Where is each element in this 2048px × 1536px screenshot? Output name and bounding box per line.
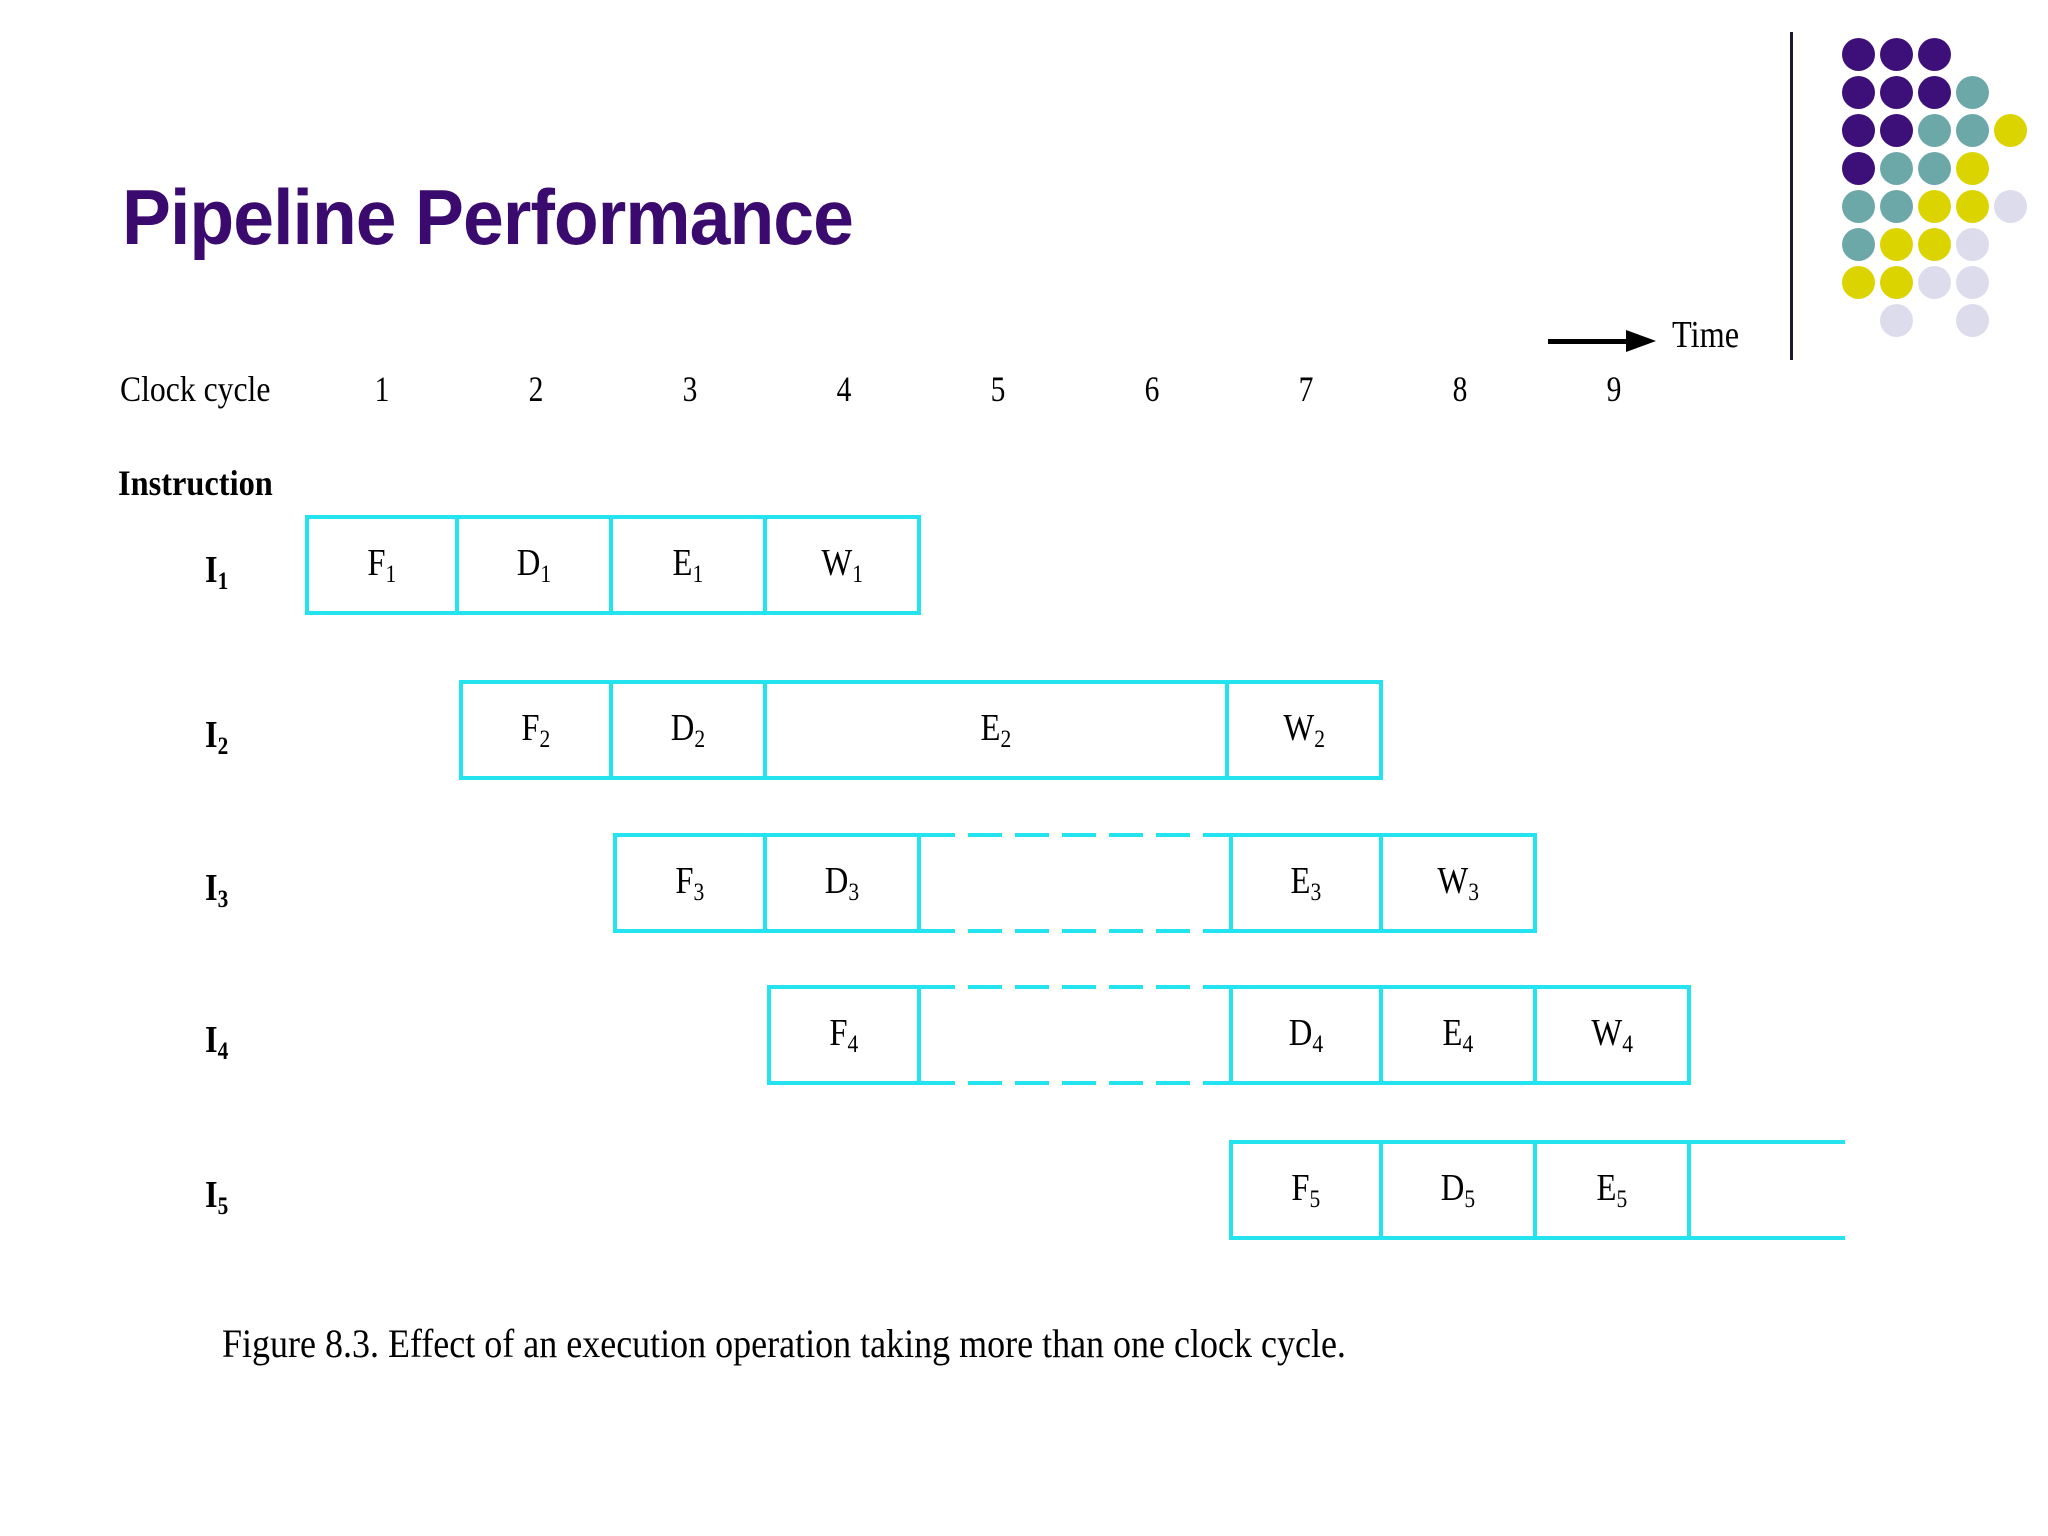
stage-box-E1: E1 xyxy=(613,515,767,615)
logo-dot-yellow xyxy=(1994,114,2027,147)
stage-label-E1: E1 xyxy=(672,541,704,588)
page-title: Pipeline Performance xyxy=(122,173,854,261)
cycle-number-2: 2 xyxy=(528,369,544,409)
logo-dot-teal xyxy=(1956,76,1989,109)
logo-dot-purple xyxy=(1918,76,1951,109)
stage-label-F2: F2 xyxy=(521,706,551,753)
stage-box-F2: F2 xyxy=(459,680,613,780)
cycle-number-1: 1 xyxy=(374,369,390,409)
stage-box-D1: D1 xyxy=(459,515,613,615)
logo-dot-yellow xyxy=(1880,266,1913,299)
cycle-number-8: 8 xyxy=(1452,369,1468,409)
stage-box-F3: F3 xyxy=(613,833,767,933)
instruction-heading: Instruction xyxy=(118,463,273,503)
time-arrow-icon xyxy=(1548,330,1658,352)
logo-dot-teal xyxy=(1880,190,1913,223)
logo-dot-purple xyxy=(1880,38,1913,71)
logo-dot-lavender xyxy=(1918,266,1951,299)
logo-dot-yellow xyxy=(1956,190,1989,223)
stage-box-E4: E4 xyxy=(1383,985,1537,1085)
instruction-label-I2: I2 xyxy=(205,714,229,761)
cycle-number-3: 3 xyxy=(682,369,698,409)
figure-caption: Figure 8.3. Effect of an execution opera… xyxy=(222,1321,1346,1366)
logo-dot-lavender xyxy=(1880,304,1913,337)
logo-dot-yellow xyxy=(1842,266,1875,299)
instruction-label-I1: I1 xyxy=(205,549,229,596)
logo-dot-teal xyxy=(1918,152,1951,185)
logo-vertical-rule xyxy=(1790,32,1793,360)
stage-label-D1: D1 xyxy=(516,541,552,588)
logo-dot-purple xyxy=(1842,114,1875,147)
logo-dot-yellow xyxy=(1918,228,1951,261)
stage-label-D5: D5 xyxy=(1440,1166,1476,1213)
stage-box-E2: E2 xyxy=(767,680,1229,780)
logo-dot-yellow xyxy=(1918,190,1951,223)
logo-dot-teal xyxy=(1842,190,1875,223)
logo-dot-teal xyxy=(1842,228,1875,261)
pipeline-stall-gap xyxy=(921,929,1229,933)
stage-box-W1: W1 xyxy=(767,515,921,615)
logo-dot-lavender xyxy=(1956,228,1989,261)
clock-cycle-label: Clock cycle xyxy=(120,369,271,409)
stage-label-W1: W1 xyxy=(821,541,863,588)
cycle-number-5: 5 xyxy=(990,369,1006,409)
stage-label-D4: D4 xyxy=(1288,1011,1324,1058)
stage-label-W2: W2 xyxy=(1283,706,1325,753)
stage-label-E2: E2 xyxy=(980,706,1012,753)
stage-box-W2: W2 xyxy=(1229,680,1383,780)
logo-dot-purple xyxy=(1918,38,1951,71)
logo-dot-purple xyxy=(1842,38,1875,71)
cycle-number-6: 6 xyxy=(1144,369,1160,409)
logo-dot-purple xyxy=(1842,152,1875,185)
instruction-label-I5: I5 xyxy=(205,1174,229,1221)
stage-label-W3: W3 xyxy=(1437,859,1479,906)
logo-dot-yellow xyxy=(1956,152,1989,185)
stage-box-D4: D4 xyxy=(1229,985,1383,1085)
time-axis-label: Time xyxy=(1672,314,1740,356)
logo-dot-purple xyxy=(1880,76,1913,109)
pipeline-stall-gap xyxy=(921,833,1229,837)
stage-label-F4: F4 xyxy=(829,1011,859,1058)
stage-label-F3: F3 xyxy=(675,859,705,906)
stage-label-F1: F1 xyxy=(367,541,397,588)
pipeline-stall-gap xyxy=(921,1081,1229,1085)
logo-dot-lavender xyxy=(1956,266,1989,299)
stage-label-D3: D3 xyxy=(824,859,860,906)
logo-dot-lavender xyxy=(1994,190,2027,223)
stage-box-empty xyxy=(1691,1140,1845,1240)
stage-label-E5: E5 xyxy=(1596,1166,1628,1213)
stage-box-W3: W3 xyxy=(1383,833,1537,933)
stage-box-E5: E5 xyxy=(1537,1140,1691,1240)
cycle-number-7: 7 xyxy=(1298,369,1314,409)
stage-box-E3: E3 xyxy=(1229,833,1383,933)
logo-dot-teal xyxy=(1880,152,1913,185)
stage-label-E3: E3 xyxy=(1290,859,1322,906)
cycle-number-4: 4 xyxy=(836,369,852,409)
stage-box-D5: D5 xyxy=(1383,1140,1537,1240)
logo-dot-teal xyxy=(1918,114,1951,147)
brand-logo xyxy=(1790,18,2040,368)
logo-dot-teal xyxy=(1956,114,1989,147)
logo-dot-lavender xyxy=(1956,304,1989,337)
cycle-number-9: 9 xyxy=(1606,369,1622,409)
pipeline-stall-gap xyxy=(921,985,1229,989)
stage-label-F5: F5 xyxy=(1291,1166,1321,1213)
stage-box-D3: D3 xyxy=(767,833,921,933)
instruction-label-I4: I4 xyxy=(205,1019,229,1066)
stage-box-F1: F1 xyxy=(305,515,459,615)
stage-box-W4: W4 xyxy=(1537,985,1691,1085)
stage-box-F5: F5 xyxy=(1229,1140,1383,1240)
logo-dot-purple xyxy=(1842,76,1875,109)
logo-dot-purple xyxy=(1880,114,1913,147)
logo-dot-yellow xyxy=(1880,228,1913,261)
instruction-label-I3: I3 xyxy=(205,867,229,914)
stage-box-F4: F4 xyxy=(767,985,921,1085)
stage-label-W4: W4 xyxy=(1591,1011,1633,1058)
stage-label-E4: E4 xyxy=(1442,1011,1474,1058)
stage-label-D2: D2 xyxy=(670,706,706,753)
stage-box-D2: D2 xyxy=(613,680,767,780)
